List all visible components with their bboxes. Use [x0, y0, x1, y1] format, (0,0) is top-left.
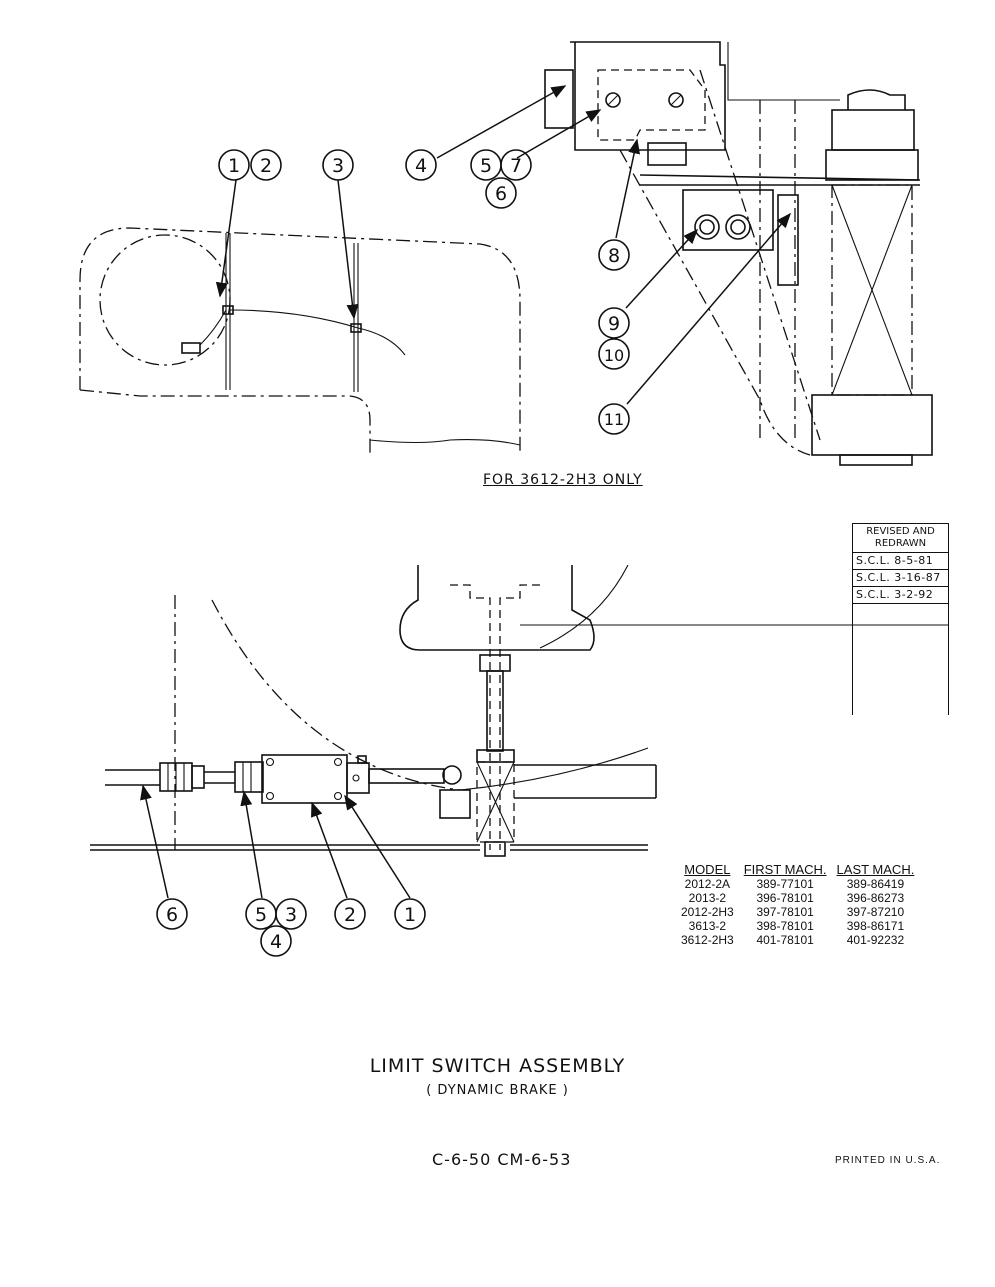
model-note: FOR 3612-2H3 ONLY: [483, 472, 643, 488]
callout-11-top: 11: [598, 403, 630, 435]
cell-model: 2013-2: [688, 891, 727, 905]
column-header-model: MODEL: [684, 862, 731, 877]
callout-5-bottom: 5: [245, 898, 277, 930]
cell-model: 2012-2H3: [681, 905, 734, 919]
svg-text:6: 6: [495, 183, 507, 205]
table-row: 2013-2 396-78101 396-86273: [676, 891, 919, 905]
revision-row: S.C.L. 8-5-81: [853, 553, 948, 570]
table-row: 2012-2H3 397-78101 397-87210: [676, 905, 919, 919]
leader-lines: [140, 85, 791, 899]
callout-6-bottom: 6: [156, 898, 188, 930]
callout-3-top: 3: [322, 149, 354, 181]
svg-text:4: 4: [415, 155, 427, 177]
table-row: 3612-2H3 401-78101 401-92232: [676, 933, 919, 947]
svg-text:5: 5: [255, 904, 267, 926]
svg-text:2: 2: [260, 155, 272, 177]
svg-text:2: 2: [344, 904, 356, 926]
svg-text:11: 11: [604, 410, 624, 429]
svg-text:5: 5: [480, 155, 492, 177]
callout-9-top: 9: [598, 307, 630, 339]
svg-text:6: 6: [166, 904, 178, 926]
callout-8-top: 8: [598, 239, 630, 271]
column-header-last: LAST MACH.: [836, 862, 915, 877]
drawing-subtitle: ( DYNAMIC BRAKE ): [426, 1083, 569, 1098]
table-row: 3613-2 398-78101 398-86171: [676, 919, 919, 933]
top-left-view: [79, 227, 521, 455]
cell-last: 398-86171: [846, 919, 905, 933]
callout-7-top: 7: [500, 149, 532, 181]
svg-text:1: 1: [404, 904, 416, 926]
drawing-title: LIMIT SWITCH ASSEMBLY: [369, 1055, 626, 1077]
cell-last: 396-86273: [846, 891, 905, 905]
revision-row: S.C.L. 3-2-92: [853, 587, 948, 604]
callout-4-top: 4: [405, 149, 437, 181]
svg-text:7: 7: [510, 155, 522, 177]
svg-text:8: 8: [608, 245, 620, 267]
cell-first: 397-78101: [756, 905, 814, 919]
bottom-view: [90, 564, 948, 857]
revision-header: REVISED AND REDRAWN: [853, 523, 948, 553]
printed-in-usa: PRINTED IN U.S.A.: [835, 1155, 941, 1166]
cell-first: 396-78101: [756, 891, 814, 905]
callout-2-bottom: 2: [334, 898, 366, 930]
document-number: C-6-50 CM-6-53: [432, 1150, 572, 1169]
callout-1-bottom: 1: [394, 898, 426, 930]
cell-last: 401-92232: [846, 933, 905, 947]
cell-model: 3612-2H3: [681, 933, 734, 947]
column-header-first: FIRST MACH.: [743, 862, 827, 877]
cell-last: 397-87210: [846, 905, 905, 919]
top-right-view: [544, 41, 933, 466]
svg-text:3: 3: [332, 155, 344, 177]
revision-row: S.C.L. 3-16-87: [853, 570, 948, 587]
table-row: 2012-2A 389-77101 389-86419: [676, 877, 919, 891]
cell-first: 398-78101: [756, 919, 814, 933]
cell-model: 2012-2A: [684, 877, 731, 891]
model-serial-table: MODEL FIRST MACH. LAST MACH. 2012-2A 389…: [676, 862, 919, 947]
callout-4-bottom: 4: [260, 925, 292, 957]
cell-first: 401-78101: [756, 933, 814, 947]
callout-10-top: 10: [598, 338, 630, 370]
callout-2-top: 2: [250, 149, 282, 181]
cell-first: 389-77101: [756, 877, 814, 891]
svg-text:1: 1: [228, 155, 240, 177]
svg-text:10: 10: [604, 346, 624, 365]
svg-text:3: 3: [285, 904, 297, 926]
callout-3-bottom: 3: [275, 898, 307, 930]
svg-text:9: 9: [608, 313, 620, 335]
callout-6-top: 6: [485, 177, 517, 209]
svg-text:4: 4: [270, 931, 282, 953]
cell-last: 389-86419: [846, 877, 905, 891]
cell-model: 3613-2: [688, 919, 727, 933]
callout-1-top: 1: [218, 149, 250, 181]
callout-5-top: 5: [470, 149, 502, 181]
table-header-row: MODEL FIRST MACH. LAST MACH.: [676, 862, 919, 877]
revision-block: REVISED AND REDRAWN S.C.L. 8-5-81 S.C.L.…: [852, 523, 949, 715]
